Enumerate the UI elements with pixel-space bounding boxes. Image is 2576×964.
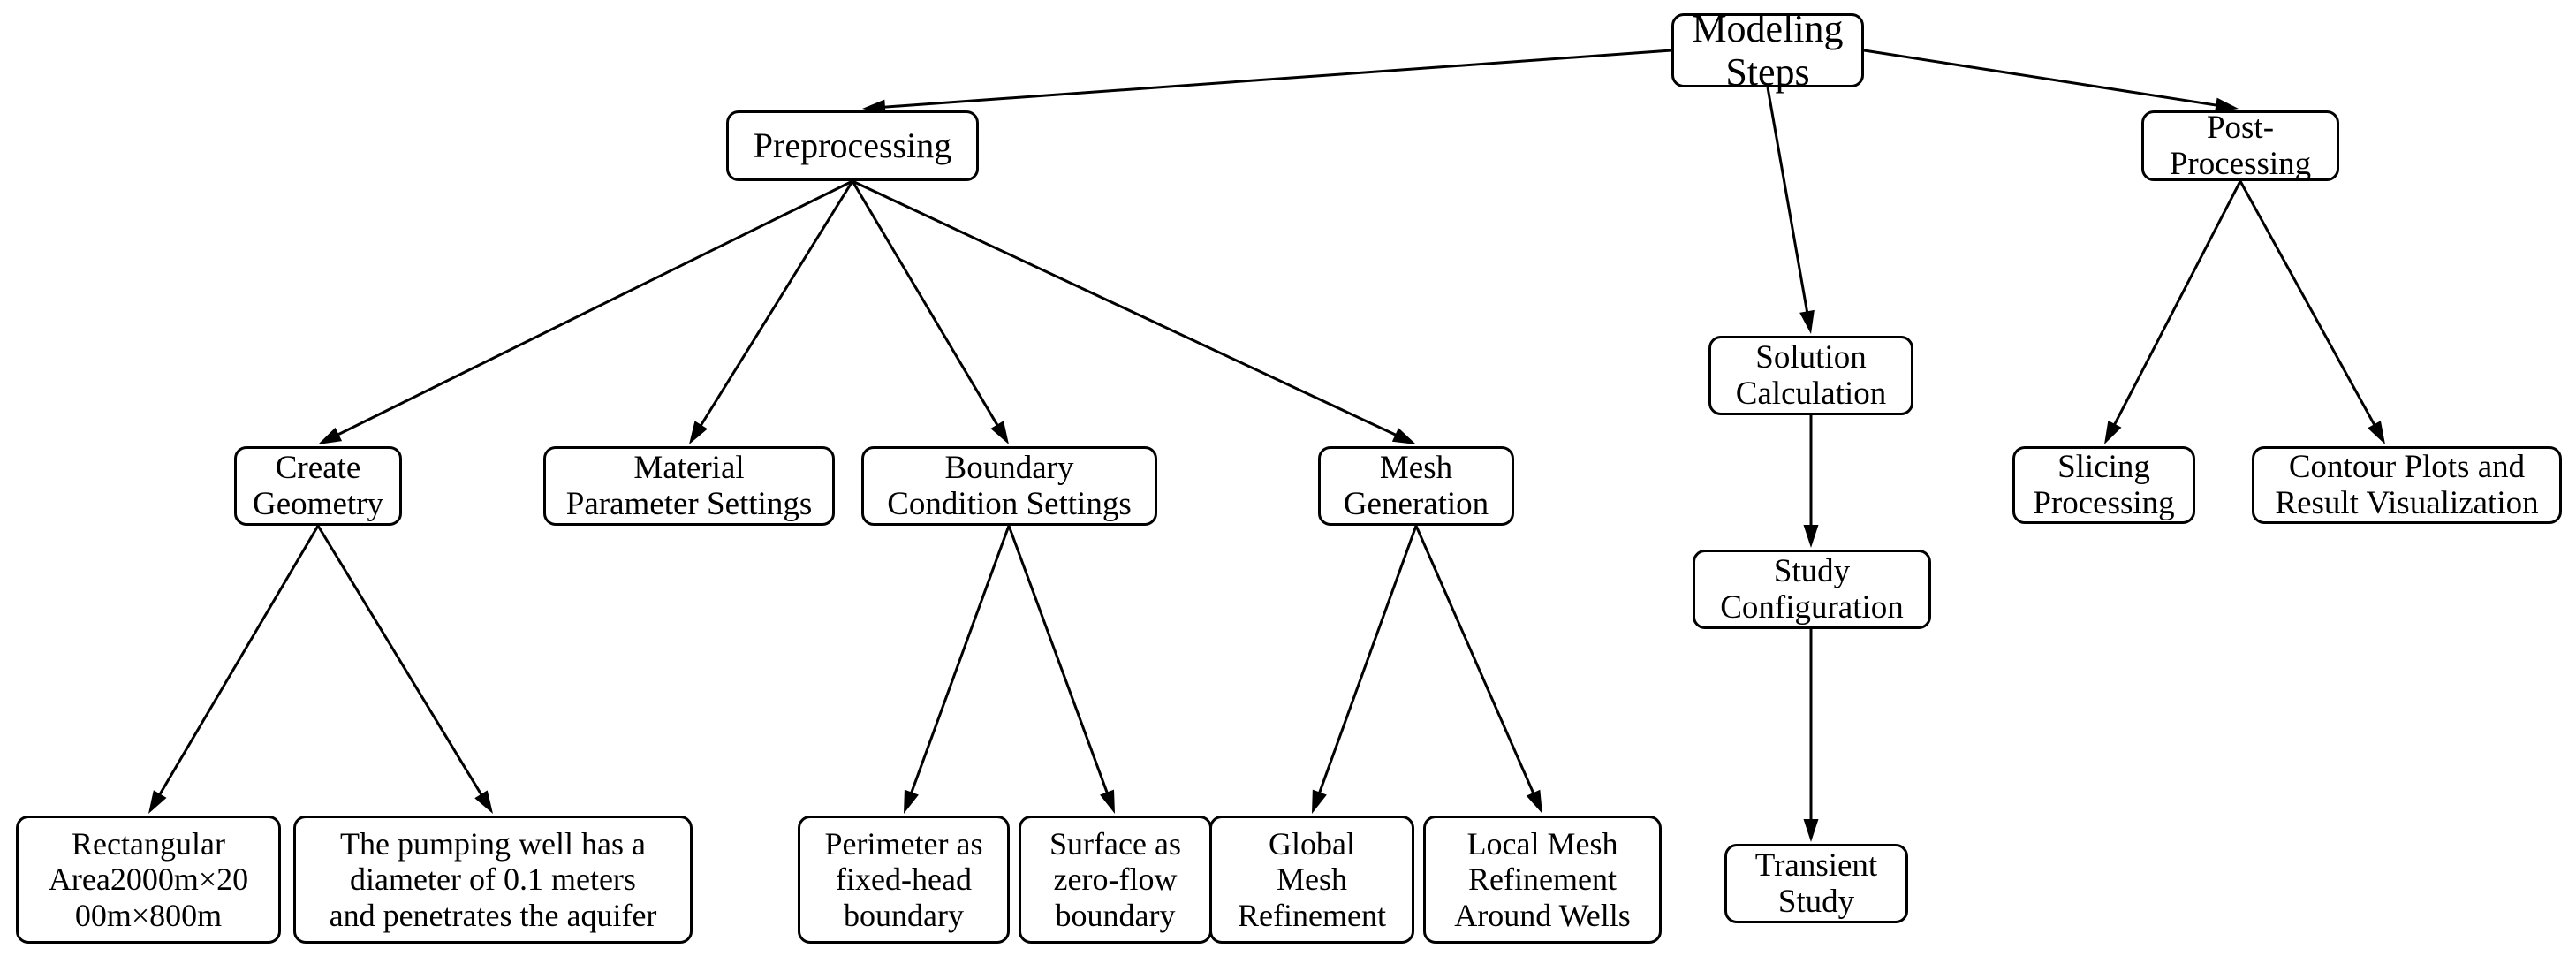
node-label-surface-zero-flow: Surface as zero-flow boundary (1049, 826, 1181, 933)
edge-e-root-solution (1766, 87, 1815, 334)
node-material-parameter-settings[interactable]: Material Parameter Settings (543, 446, 835, 526)
edge-e-root-postprocessing (1863, 49, 2239, 113)
edge-line (1414, 525, 1537, 799)
edge-arrowhead (990, 421, 1009, 444)
edge-e-mesh-global (1312, 525, 1418, 814)
edge-line (316, 525, 485, 800)
node-label-slicing-processing: Slicing Processing (2033, 448, 2175, 521)
edge-arrowhead (904, 789, 919, 814)
node-label-study-configuration: Study Configuration (1720, 552, 1904, 626)
edge-arrowhead (148, 790, 167, 814)
node-label-preprocessing: Preprocessing (753, 125, 952, 165)
node-boundary-condition-settings[interactable]: Boundary Condition Settings (861, 446, 1157, 526)
node-perimeter-fixed-head[interactable]: Perimeter as fixed-head boundary (798, 816, 1010, 944)
edge-e-study-transient (1803, 629, 1819, 842)
edge-e-post-slicing (2104, 180, 2242, 444)
edge-e-root-preprocessing (862, 49, 1672, 115)
node-study-configuration[interactable]: Study Configuration (1693, 550, 1931, 629)
edge-arrowhead (1312, 789, 1327, 814)
edge-arrowhead (2104, 420, 2122, 444)
node-label-mesh-generation: Mesh Generation (1343, 449, 1489, 522)
edge-e-preprocessing-material (689, 180, 854, 444)
node-pumping-well[interactable]: The pumping well has a diameter of 0.1 m… (293, 816, 693, 944)
edge-arrowhead (1803, 819, 1819, 842)
edge-e-boundary-perimeter (904, 525, 1011, 814)
node-create-geometry[interactable]: Create Geometry (234, 446, 402, 526)
edge-line (908, 525, 1011, 798)
edge-arrowhead (1803, 525, 1819, 548)
node-label-solution-calculation: Solution Calculation (1735, 338, 1887, 412)
edge-e-preprocessing-geometry (318, 179, 853, 444)
edge-arrowhead (1100, 789, 1115, 814)
edge-line (2110, 180, 2242, 429)
edge-line (333, 179, 853, 438)
node-label-boundary-condition-settings: Boundary Condition Settings (887, 449, 1132, 522)
edge-line (851, 180, 1002, 430)
node-label-post-processing: Post-Processing (2169, 109, 2312, 182)
edge-e-solution-study (1803, 415, 1819, 548)
node-transient-study[interactable]: Transient Study (1724, 844, 1908, 923)
edge-line (1863, 49, 2222, 108)
node-contour-plots-result-visualization[interactable]: Contour Plots and Result Visualization (2252, 446, 2562, 524)
node-label-transient-study: Transient Study (1754, 846, 1878, 920)
edge-arrowhead (1391, 428, 1416, 444)
edge-arrowhead (1799, 309, 1815, 334)
node-global-mesh-refinement[interactable]: Global Mesh Refinement (1209, 816, 1414, 944)
edge-line (852, 179, 1401, 438)
edge-line (1316, 525, 1418, 798)
edge-line (1766, 87, 1810, 317)
node-mesh-generation[interactable]: Mesh Generation (1318, 446, 1514, 526)
edge-e-post-contour (2239, 180, 2385, 444)
edge-line (879, 49, 1672, 110)
edge-line (155, 525, 320, 800)
node-modeling-steps[interactable]: Modeling Steps (1671, 7, 1864, 94)
edge-e-preprocessing-mesh (852, 179, 1416, 444)
node-slicing-processing[interactable]: Slicing Processing (2012, 446, 2195, 524)
edge-line (1007, 525, 1110, 798)
edge-e-geometry-well (316, 525, 493, 814)
edge-arrowhead (1526, 789, 1542, 814)
node-label-create-geometry: Create Geometry (253, 449, 383, 522)
edge-arrowhead (2215, 97, 2239, 113)
node-surface-zero-flow[interactable]: Surface as zero-flow boundary (1019, 816, 1212, 944)
edge-e-mesh-local (1414, 525, 1542, 814)
edge-e-geometry-rectangular (148, 525, 320, 814)
edge-arrowhead (689, 421, 708, 444)
edge-e-boundary-surface (1007, 525, 1115, 814)
node-label-global-mesh-refinement: Global Mesh Refinement (1238, 826, 1386, 933)
node-label-contour-plots-result-visualization: Contour Plots and Result Visualization (2275, 448, 2539, 521)
node-label-pumping-well: The pumping well has a diameter of 0.1 m… (329, 826, 657, 933)
node-rectangular-area[interactable]: Rectangular Area2000m×20 00m×800m (16, 816, 281, 944)
node-label-material-parameter-settings: Material Parameter Settings (565, 449, 813, 522)
node-label-perimeter-fixed-head: Perimeter as fixed-head boundary (824, 826, 983, 933)
node-preprocessing[interactable]: Preprocessing (726, 110, 979, 181)
node-label-rectangular-area: Rectangular Area2000m×20 00m×800m (48, 826, 249, 933)
edge-e-preprocessing-boundary (851, 180, 1009, 444)
node-local-mesh-refinement[interactable]: Local Mesh Refinement Around Wells (1423, 816, 1662, 944)
edge-arrowhead (474, 790, 493, 814)
node-post-processing[interactable]: Post-Processing (2141, 109, 2339, 182)
node-label-modeling-steps: Modeling Steps (1692, 6, 1844, 94)
node-solution-calculation[interactable]: Solution Calculation (1708, 336, 1913, 415)
edge-arrowhead (318, 427, 343, 444)
edge-line (2239, 180, 2378, 430)
node-label-local-mesh-refinement: Local Mesh Refinement Around Wells (1454, 826, 1631, 933)
edge-arrowhead (2368, 421, 2385, 444)
edge-line (697, 180, 854, 430)
